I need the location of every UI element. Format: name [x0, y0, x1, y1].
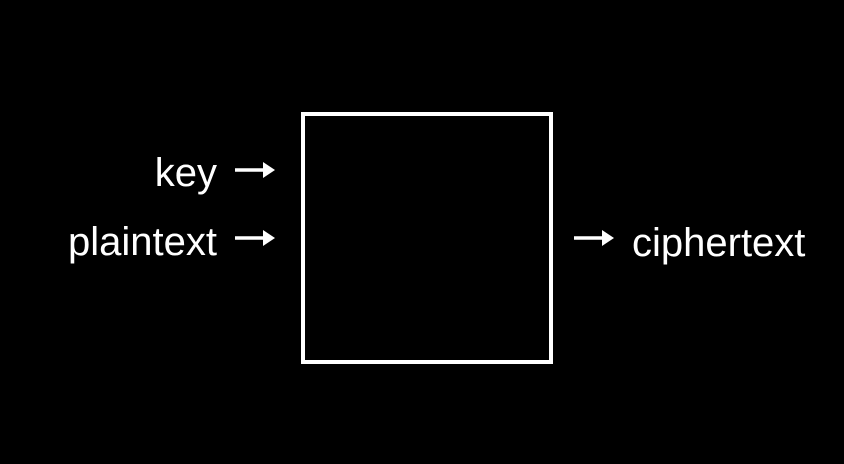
key-label: key: [154, 151, 217, 195]
right-arrow-icon: [235, 230, 275, 246]
right-arrow-icon: [574, 230, 614, 246]
cipher-box: [301, 112, 553, 364]
right-arrow-icon: [235, 162, 275, 178]
ciphertext-label: ciphertext: [632, 221, 806, 265]
plaintext-label: plaintext: [68, 220, 217, 264]
